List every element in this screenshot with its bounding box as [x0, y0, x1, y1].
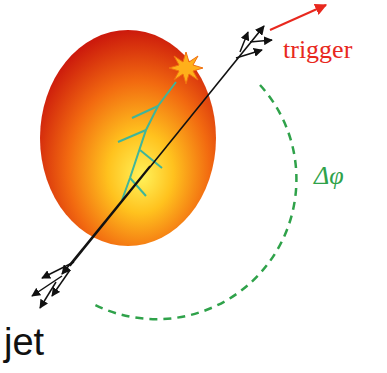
- trigger-arrow: [270, 5, 326, 30]
- delta-phi-arc: [95, 85, 296, 319]
- trigger-label: trigger: [283, 36, 352, 65]
- qgp-medium: [40, 30, 216, 246]
- medium-scatter-tracks: [118, 82, 176, 200]
- jet-label: jet: [4, 322, 44, 364]
- trigger-label-slot: trigger: [283, 36, 352, 65]
- hard-scattering-star: [169, 52, 203, 84]
- angle-label-slot: Δφ: [314, 162, 344, 191]
- angle-label: Δφ: [314, 162, 344, 191]
- away-jet-fan: [32, 262, 74, 308]
- near-jet-fan: [236, 32, 272, 58]
- jet-axis-up: [70, 26, 264, 266]
- jet-axis-down: [62, 166, 150, 274]
- jet-label-slot: jet: [4, 322, 44, 364]
